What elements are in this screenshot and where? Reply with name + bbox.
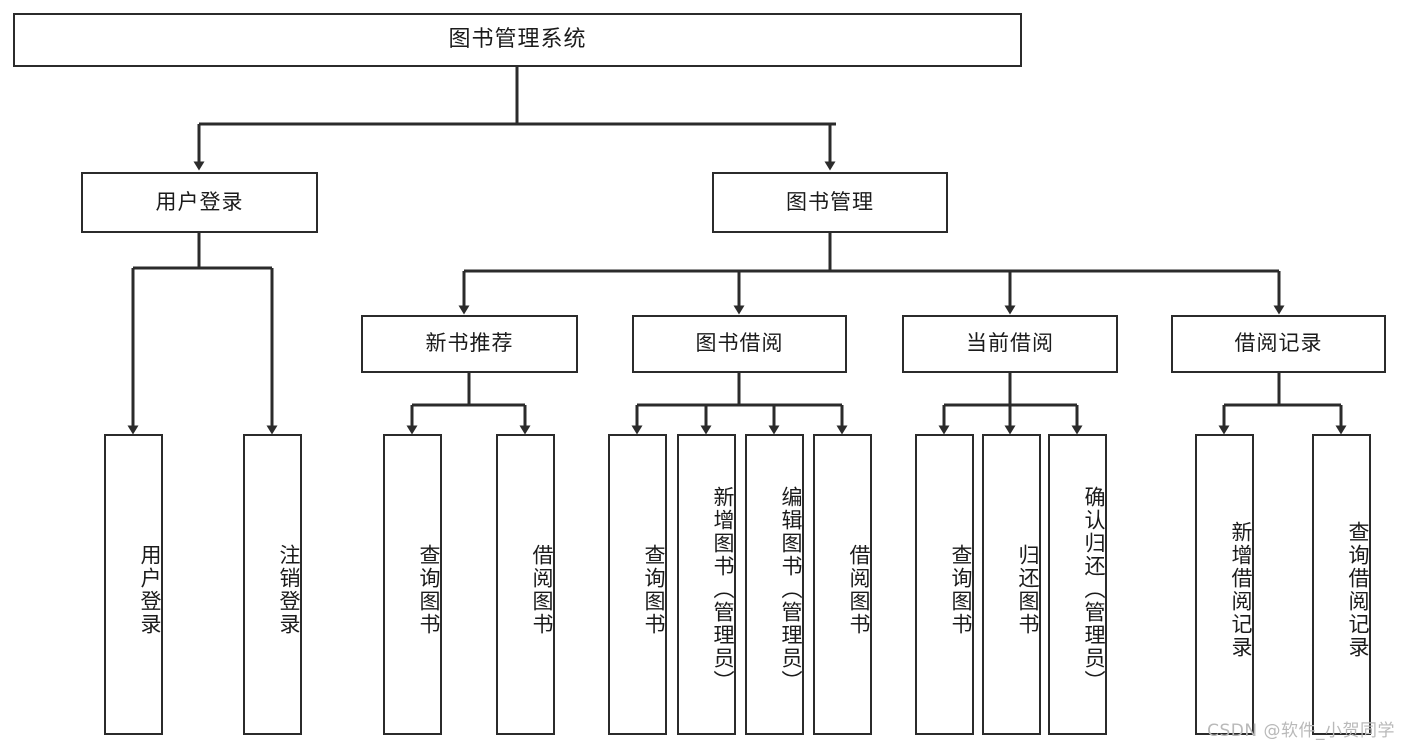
leaf-confirm-return-label: 确认归还（管理员）	[1082, 486, 1106, 693]
leaf-query-book-1-label: 查询图书	[417, 543, 441, 636]
node-book-manage[interactable]: 图书管理	[712, 172, 948, 233]
leaf-user-login-label: 用户登录	[138, 543, 162, 636]
node-book-borrow-label: 图书借阅	[695, 331, 784, 356]
node-user-login[interactable]: 用户登录	[81, 172, 318, 233]
leaf-query-record[interactable]: 查询借阅记录	[1312, 434, 1371, 735]
leaf-borrow-book-1[interactable]: 借阅图书	[496, 434, 555, 735]
node-new-book-recommend-label: 新书推荐	[425, 331, 514, 356]
leaf-logout-login[interactable]: 注销登录	[243, 434, 302, 735]
leaf-logout-login-label: 注销登录	[277, 543, 301, 636]
leaf-confirm-return[interactable]: 确认归还（管理员）	[1048, 434, 1107, 735]
watermark: CSDN @软件_小贺同学	[1207, 721, 1395, 741]
leaf-query-book-2-label: 查询图书	[642, 543, 666, 636]
node-book-borrow[interactable]: 图书借阅	[632, 315, 847, 373]
leaf-borrow-book-2[interactable]: 借阅图书	[813, 434, 872, 735]
leaf-query-record-label: 查询借阅记录	[1346, 520, 1370, 659]
leaf-edit-book[interactable]: 编辑图书（管理员）	[745, 434, 804, 735]
leaf-borrow-book-1-label: 借阅图书	[530, 543, 554, 636]
leaf-add-record[interactable]: 新增借阅记录	[1195, 434, 1254, 735]
node-current-borrow-label: 当前借阅	[966, 331, 1054, 356]
leaf-query-book-2[interactable]: 查询图书	[608, 434, 667, 735]
leaf-query-book-1[interactable]: 查询图书	[383, 434, 442, 735]
node-borrow-record[interactable]: 借阅记录	[1171, 315, 1386, 373]
node-new-book-recommend[interactable]: 新书推荐	[361, 315, 578, 373]
node-user-login-label: 用户登录	[155, 189, 244, 214]
leaf-return-book[interactable]: 归还图书	[982, 434, 1041, 735]
node-current-borrow[interactable]: 当前借阅	[902, 315, 1118, 373]
leaf-return-book-label: 归还图书	[1016, 543, 1040, 636]
leaf-query-book-3-label: 查询图书	[949, 543, 973, 636]
leaf-borrow-book-2-label: 借阅图书	[847, 543, 871, 636]
leaf-edit-book-label: 编辑图书（管理员）	[779, 486, 803, 693]
leaf-add-book[interactable]: 新增图书（管理员）	[677, 434, 736, 735]
leaf-add-record-label: 新增借阅记录	[1229, 520, 1253, 659]
node-root-label: 图书管理系统	[448, 26, 587, 52]
leaf-query-book-3[interactable]: 查询图书	[915, 434, 974, 735]
leaf-add-book-label: 新增图书（管理员）	[711, 486, 735, 693]
leaf-user-login[interactable]: 用户登录	[104, 434, 163, 735]
node-borrow-record-label: 借阅记录	[1234, 331, 1323, 356]
node-root[interactable]: 图书管理系统	[13, 13, 1022, 67]
node-book-manage-label: 图书管理	[786, 189, 874, 214]
